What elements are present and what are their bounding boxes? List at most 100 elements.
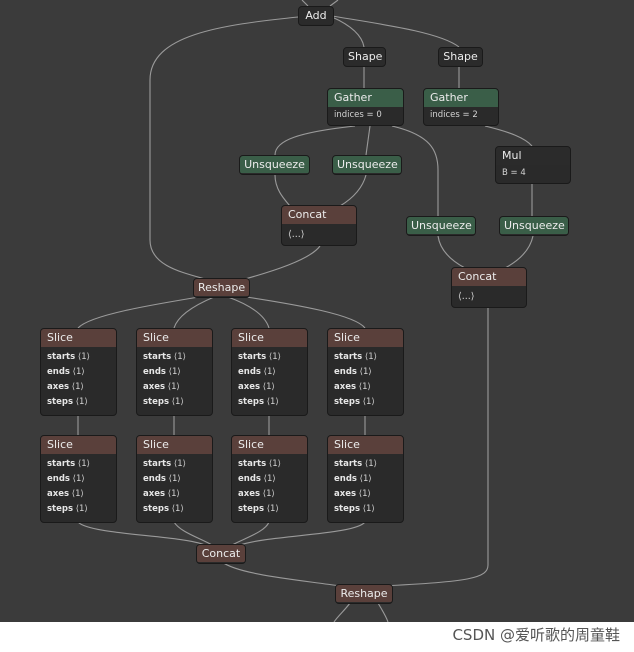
node-unsqueeze-4[interactable]: Unsqueeze [499, 216, 569, 236]
slice-attr-row: steps ⟨1⟩ [143, 395, 206, 410]
slice-attr-row: axes ⟨1⟩ [143, 487, 206, 502]
edge [391, 125, 439, 216]
node-concat-right[interactable]: Concat ⟨...⟩ [451, 267, 527, 308]
slice-attr-value: ⟨1⟩ [362, 504, 375, 514]
node-add[interactable]: Add [298, 6, 334, 26]
slice-attr-key: starts [238, 352, 267, 362]
edge [365, 125, 371, 156]
slice-attr-key: ends [47, 367, 70, 377]
slice-attr-key: axes [143, 489, 166, 499]
slice-attr-row: steps ⟨1⟩ [47, 395, 110, 410]
node-slice-attrs: starts ⟨1⟩ends ⟨1⟩axes ⟨1⟩steps ⟨1⟩ [41, 347, 116, 413]
node-shape-right-label: Shape [439, 48, 482, 65]
node-slice-attrs: starts ⟨1⟩ends ⟨1⟩axes ⟨1⟩steps ⟨1⟩ [41, 454, 116, 520]
node-mul-attr: B = 4 [502, 168, 526, 178]
node-unsqueeze-4-label: Unsqueeze [500, 217, 568, 234]
slice-attr-row: ends ⟨1⟩ [47, 365, 110, 380]
edge [77, 295, 206, 329]
node-concat-bottom[interactable]: Concat [196, 544, 246, 564]
node-concat-right-title: Concat [452, 268, 526, 286]
slice-attr-row: starts ⟨1⟩ [143, 457, 206, 472]
slice-attr-value: ⟨1⟩ [358, 382, 371, 392]
slice-attr-key: ends [334, 474, 357, 484]
node-unsqueeze-1-label: Unsqueeze [240, 156, 309, 173]
node-unsqueeze-2[interactable]: Unsqueeze [332, 155, 402, 175]
node-reshape-1[interactable]: Reshape [193, 278, 250, 298]
slice-attr-key: steps [334, 397, 361, 407]
node-shape-right[interactable]: Shape [438, 47, 483, 67]
node-slice-attrs: starts ⟨1⟩ends ⟨1⟩axes ⟨1⟩steps ⟨1⟩ [328, 454, 403, 520]
edge [484, 125, 533, 147]
node-gather-right-title: Gather [424, 89, 498, 107]
slice-attr-row: starts ⟨1⟩ [238, 350, 301, 365]
edge [274, 125, 356, 156]
node-slice-attrs: starts ⟨1⟩ends ⟨1⟩axes ⟨1⟩steps ⟨1⟩ [137, 454, 212, 520]
slice-attr-value: ⟨1⟩ [72, 367, 85, 377]
slice-attr-key: axes [47, 489, 70, 499]
slice-attr-row: steps ⟨1⟩ [238, 502, 301, 517]
slice-attr-value: ⟨1⟩ [168, 474, 181, 484]
slice-attr-key: steps [143, 397, 170, 407]
graph-canvas[interactable]: Add Shape Shape Gather indices = 0 Gathe… [0, 0, 634, 622]
node-concat-left[interactable]: Concat ⟨...⟩ [281, 205, 357, 246]
node-gather-left[interactable]: Gather indices = 0 [327, 88, 404, 126]
slice-attr-value: ⟨1⟩ [266, 397, 279, 407]
slice-attr-row: starts ⟨1⟩ [143, 350, 206, 365]
slice-attr-row: starts ⟨1⟩ [334, 350, 397, 365]
node-unsqueeze-3[interactable]: Unsqueeze [406, 216, 476, 236]
slice-attr-value: ⟨1⟩ [364, 459, 377, 469]
node-slice-title: Slice [232, 436, 307, 454]
slice-attr-key: steps [238, 397, 265, 407]
node-slice-attrs: starts ⟨1⟩ends ⟨1⟩axes ⟨1⟩steps ⟨1⟩ [232, 454, 307, 520]
slice-attr-value: ⟨1⟩ [173, 352, 186, 362]
node-gather-right[interactable]: Gather indices = 2 [423, 88, 499, 126]
slice-attr-key: ends [238, 367, 261, 377]
node-unsqueeze-1[interactable]: Unsqueeze [239, 155, 310, 175]
slice-attr-row: starts ⟨1⟩ [334, 457, 397, 472]
slice-attr-value: ⟨1⟩ [77, 459, 90, 469]
slice-attr-row: starts ⟨1⟩ [238, 457, 301, 472]
slice-attr-value: ⟨1⟩ [171, 504, 184, 514]
slice-attr-value: ⟨1⟩ [77, 352, 90, 362]
slice-attr-row: starts ⟨1⟩ [47, 350, 110, 365]
slice-attr-value: ⟨1⟩ [167, 489, 180, 499]
edge [149, 16, 299, 280]
node-slice-title: Slice [328, 436, 403, 454]
slice-attr-key: steps [47, 504, 74, 514]
slice-attr-key: axes [238, 382, 261, 392]
slice-attr-value: ⟨1⟩ [72, 474, 85, 484]
slice-attr-key: axes [143, 382, 166, 392]
node-slice-title: Slice [41, 329, 116, 347]
slice-attr-key: steps [334, 504, 361, 514]
slice-attr-key: starts [143, 352, 172, 362]
node-slice-attrs: starts ⟨1⟩ends ⟨1⟩axes ⟨1⟩steps ⟨1⟩ [137, 347, 212, 413]
node-concat-left-title: Concat [282, 206, 356, 224]
edge [301, 0, 309, 7]
slice-attr-row: axes ⟨1⟩ [334, 380, 397, 395]
node-shape-left-label: Shape [344, 48, 385, 65]
edge [231, 521, 270, 546]
slice-attr-value: ⟨1⟩ [359, 367, 372, 377]
slice-attr-value: ⟨1⟩ [71, 489, 84, 499]
node-mul[interactable]: Mul B = 4 [495, 146, 571, 184]
slice-attr-key: axes [334, 489, 357, 499]
slice-attr-value: ⟨1⟩ [167, 382, 180, 392]
node-reshape-2[interactable]: Reshape [335, 584, 393, 604]
node-concat-left-attr: ⟨...⟩ [288, 229, 305, 240]
slice-attr-row: steps ⟨1⟩ [143, 502, 206, 517]
slice-attr-value: ⟨1⟩ [168, 367, 181, 377]
node-shape-left[interactable]: Shape [343, 47, 386, 67]
edge [377, 602, 389, 622]
slice-attr-value: ⟨1⟩ [268, 352, 281, 362]
edge [339, 174, 367, 207]
graph-edges [77, 0, 534, 622]
slice-attr-value: ⟨1⟩ [364, 352, 377, 362]
